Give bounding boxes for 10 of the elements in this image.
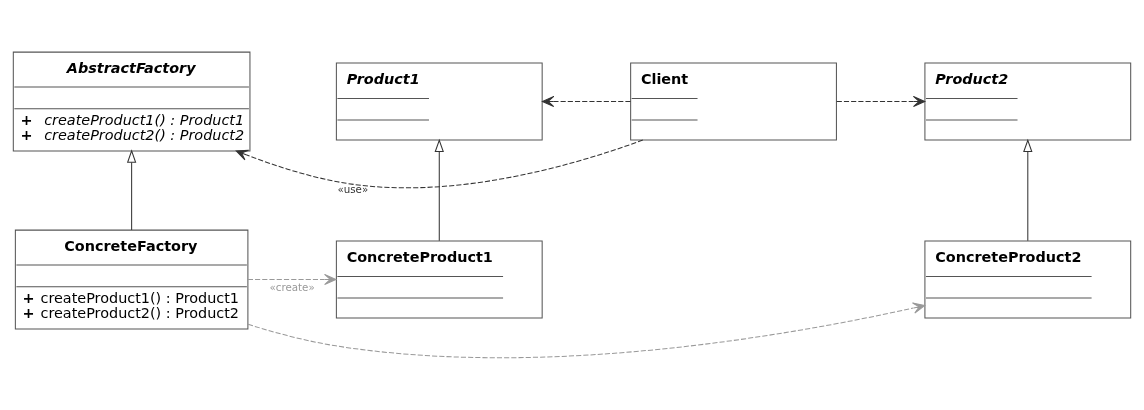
arrow (434, 138, 444, 242)
arrow (1023, 138, 1033, 242)
edge-label: «create» (269, 280, 315, 293)
arrow (836, 95, 926, 108)
arrow (247, 273, 337, 286)
arrow (235, 139, 644, 189)
arrow (126, 149, 137, 231)
arrow (247, 302, 926, 359)
arrow (541, 95, 632, 108)
edge-label: «use» (337, 183, 369, 196)
